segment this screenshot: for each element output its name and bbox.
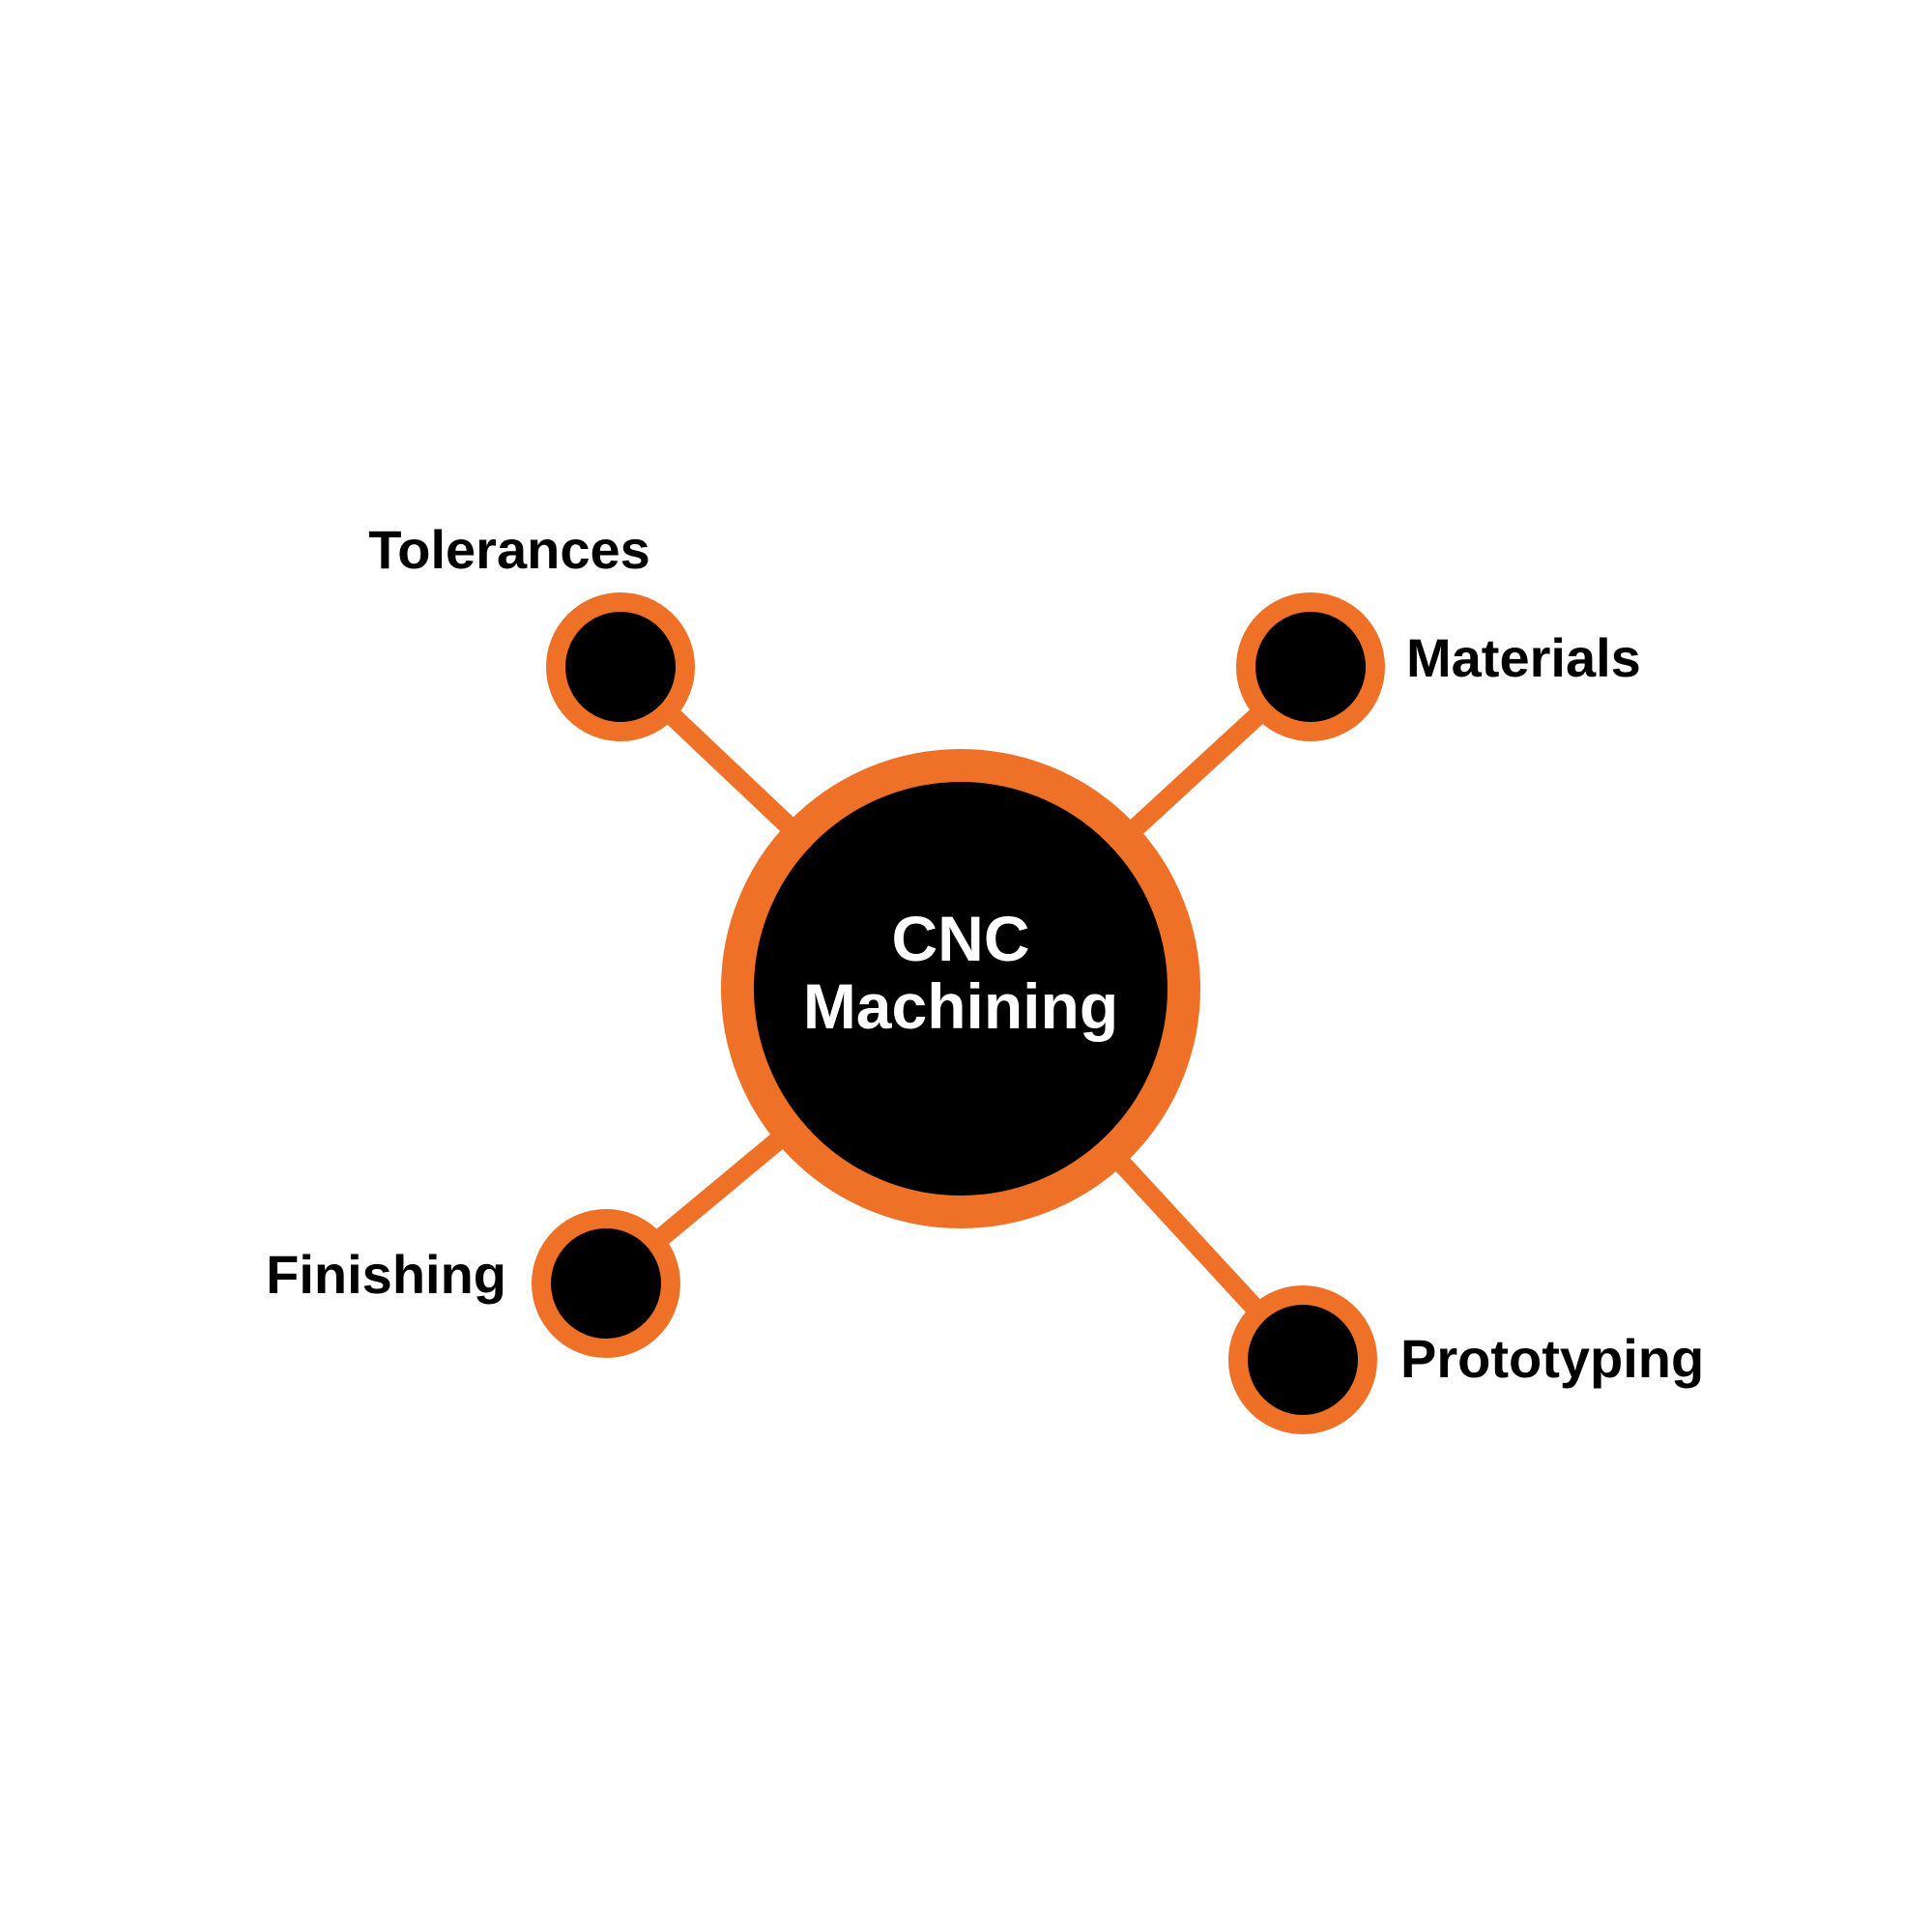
- node-tolerances: Tolerances: [368, 519, 695, 741]
- label-finishing: Finishing: [266, 1244, 506, 1305]
- node-circle-materials: [1236, 592, 1385, 741]
- hub-title-line-2: Machining: [803, 970, 1118, 1042]
- node-circle-tolerances: [546, 592, 695, 741]
- node-circle-prototyping: [1228, 1285, 1377, 1434]
- label-prototyping: Prototyping: [1400, 1328, 1704, 1389]
- node-circle-finishing: [532, 1209, 680, 1358]
- label-materials: Materials: [1406, 627, 1641, 688]
- hub-title-line-1: CNC: [892, 903, 1030, 974]
- node-materials: Materials: [1236, 592, 1641, 741]
- label-tolerances: Tolerances: [368, 519, 650, 580]
- node-finishing: Finishing: [266, 1209, 680, 1358]
- node-prototyping: Prototyping: [1228, 1285, 1704, 1434]
- hub-node: CNC Machining: [721, 749, 1200, 1228]
- hub-circle: [721, 749, 1200, 1228]
